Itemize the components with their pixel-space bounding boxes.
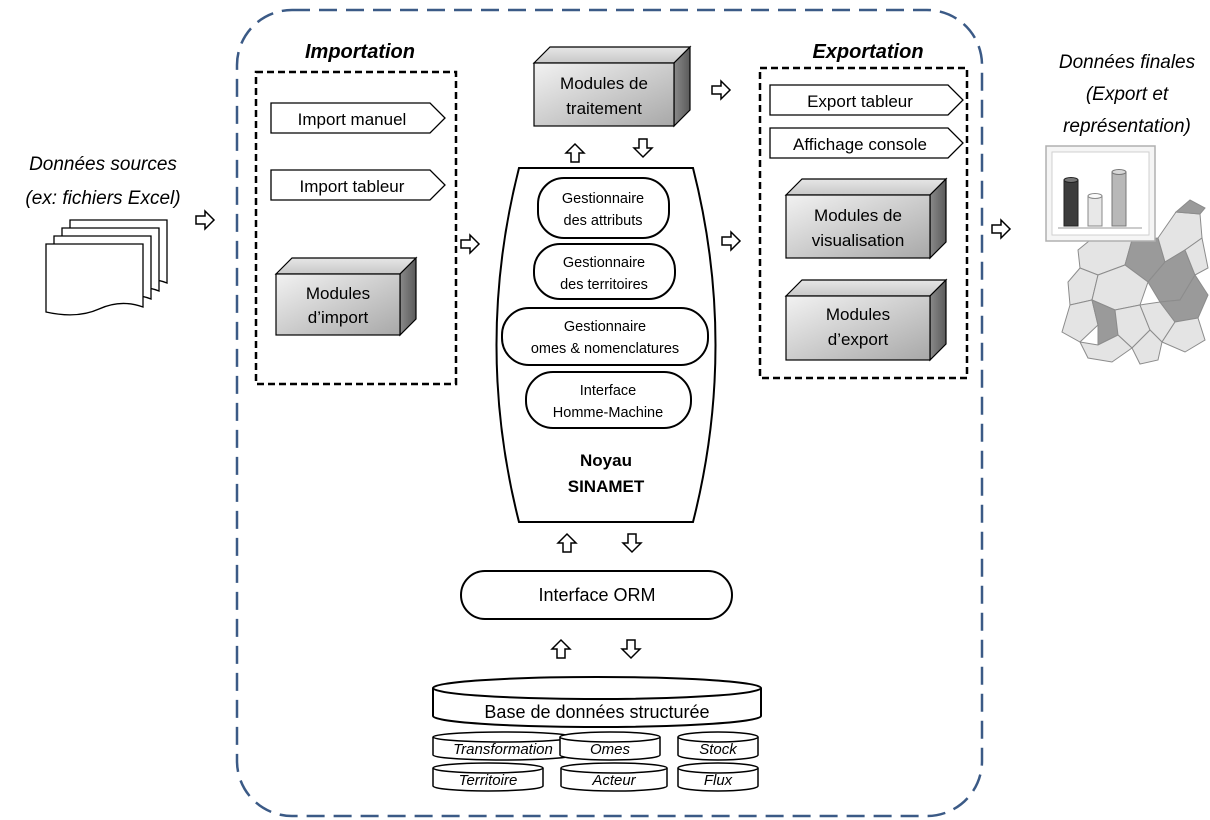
import-module-line1: Modules <box>306 284 370 303</box>
orm-interface-label: Interface ORM <box>538 585 655 605</box>
arrow-processing-to-export <box>711 79 732 101</box>
map-illustration <box>1061 199 1209 365</box>
db-table-label-4: Acteur <box>591 772 636 789</box>
orm-interface-box[interactable] <box>460 570 733 620</box>
arrow-core-up-processing <box>564 142 586 163</box>
db-table-label-2: Stock <box>699 741 738 758</box>
arrow-system-to-finals <box>991 218 1012 240</box>
arrow-orm-up-core <box>556 532 578 553</box>
attribute-manager-line1: Gestionnaire <box>562 191 644 207</box>
db-table-omes <box>559 731 661 761</box>
sources-label-line2: (ex: fichiers Excel) <box>25 188 180 209</box>
database-title: Base de données structurée <box>484 702 709 722</box>
arrow-sources-to-import <box>195 209 216 231</box>
hmi-box[interactable] <box>525 371 692 429</box>
arrow-db-up-orm <box>550 638 572 659</box>
hmi-line2: Homme-Machine <box>553 405 663 421</box>
database-tables <box>432 731 759 792</box>
arrow-import-to-core <box>460 233 481 255</box>
core-managers <box>501 177 709 429</box>
db-table-label-1: Omes <box>590 741 631 758</box>
visualization-module-line2: visualisation <box>812 231 905 250</box>
system-frame <box>235 8 984 818</box>
db-table-acteur <box>560 762 668 792</box>
territory-manager-line2: des territoires <box>560 277 648 293</box>
db-table-label-5: Flux <box>704 772 733 789</box>
import-module-cube <box>274 256 418 337</box>
processing-module-cube <box>532 45 692 128</box>
processing-module-line2: traitement <box>566 99 642 118</box>
import-module-line2: d’import <box>308 308 369 327</box>
console-display-tag[interactable] <box>769 127 964 159</box>
importation-title: Importation <box>305 41 415 63</box>
import-manual-label: Import manuel <box>298 110 407 129</box>
export-module-line1: Modules <box>826 305 890 324</box>
omes-manager-line2: omes & nomenclatures <box>531 341 679 357</box>
visualization-module-line1: Modules de <box>814 206 902 225</box>
arrow-core-to-export <box>721 230 742 252</box>
documents-icon <box>45 219 168 316</box>
visualization-module-cube <box>784 177 948 260</box>
export-sheet-label: Export tableur <box>807 92 913 111</box>
importation-box <box>254 70 458 386</box>
finals-label-line3: représentation) <box>1063 116 1191 137</box>
core-name-line2: SINAMET <box>568 477 645 496</box>
database-cylinder <box>432 676 762 728</box>
territory-manager-box[interactable] <box>533 243 676 300</box>
arrow-orm-down-db <box>620 639 642 660</box>
processing-module-line1: Modules de <box>560 74 648 93</box>
exportation-box <box>758 66 969 380</box>
import-sheet-label: Import tableur <box>300 177 405 196</box>
db-table-label-0: Transformation <box>453 741 553 758</box>
export-sheet-tag[interactable] <box>769 84 964 116</box>
db-table-stock <box>677 731 759 761</box>
db-table-territoire <box>432 762 544 792</box>
export-module-line2: d’export <box>828 330 889 349</box>
arrow-core-down-orm <box>621 533 643 554</box>
attribute-manager-box[interactable] <box>537 177 670 239</box>
omes-manager-line1: Gestionnaire <box>564 319 646 335</box>
export-module-cube <box>784 278 948 362</box>
db-table-label-3: Territoire <box>459 772 518 789</box>
finals-label-line2: (Export et <box>1086 84 1169 105</box>
omes-manager-box[interactable] <box>501 307 709 366</box>
import-manual-tag[interactable] <box>270 102 446 134</box>
sources-label-line1: Données sources <box>29 154 177 175</box>
bar-chart-icon <box>1045 145 1156 242</box>
core-name-line1: Noyau <box>580 451 632 470</box>
console-display-label: Affichage console <box>793 135 927 154</box>
finals-label-line1: Données finales <box>1059 52 1196 73</box>
exportation-title: Exportation <box>812 41 923 63</box>
db-table-flux <box>677 762 759 792</box>
arrow-processing-down-core <box>632 138 654 159</box>
attribute-manager-line2: des attributs <box>564 213 643 229</box>
db-table-transformation <box>432 731 574 761</box>
territory-manager-line1: Gestionnaire <box>563 255 645 271</box>
flow-arrows <box>195 79 1012 660</box>
hmi-line1: Interface <box>580 383 636 399</box>
import-sheet-tag[interactable] <box>270 169 446 201</box>
